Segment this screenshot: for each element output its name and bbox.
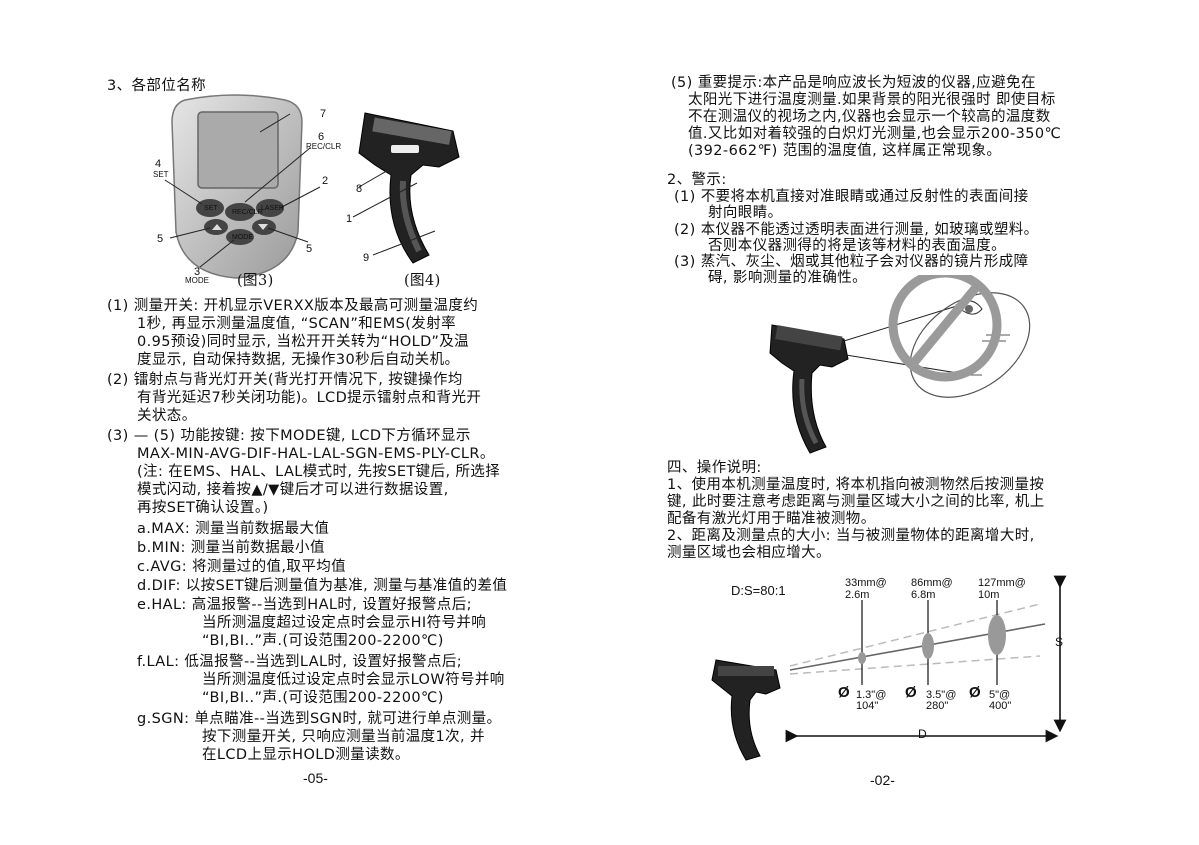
- right-line-w2b: 否则本仪器测得的将是该等材料的表面温度。: [708, 238, 1006, 254]
- left-line-max: a.MAX: 测量当前数据最大值: [137, 521, 330, 537]
- right-line-op1c: 配备有激光灯用于瞄准被测物。: [667, 511, 876, 527]
- section-title-parts: 3、各部位名称: [107, 78, 207, 94]
- right-line-3: 不在测温仪的视场之内,仪器也会显示一个较高的温度数: [688, 109, 1051, 125]
- figure-4-side-illustration: [352, 112, 460, 264]
- spot-1-top-b: 2.6m: [845, 589, 870, 601]
- left-line-2: 1秒, 再显示测量温度值, “SCAN”和EMS(发射率: [137, 316, 457, 332]
- figure-3-caption: (图3): [237, 273, 274, 289]
- callout-2: 2: [322, 175, 329, 187]
- callout-3: 3: [194, 266, 201, 278]
- spot-2-top-b: 6.8m: [911, 589, 936, 601]
- left-line-sgn-3: 在LCD上显示HOLD测量读数。: [202, 747, 410, 763]
- left-line-4: 度显示, 自动保持数据, 无操作30秒后自动关机。: [137, 352, 460, 368]
- left-line-11: 模式闪动, 接着按▲/▼键后才可以进行数据设置,: [137, 482, 449, 498]
- left-line-sgn-2: 按下测量开关, 只响应测量当前温度1次, 并: [202, 729, 485, 745]
- left-line-min: b.MIN: 测量当前数据最小值: [137, 540, 325, 556]
- spot-1-bottom-a: 1.3"@: [856, 689, 887, 701]
- mode-button-label: MODE: [232, 234, 253, 241]
- distance-spot-diagram: [711, 575, 1067, 761]
- left-line-lal-3: “BI,BI..”声.(可设范围200-2200℃): [202, 690, 444, 706]
- right-line-w3b: 碍, 影响测量的准确性。: [708, 270, 868, 286]
- left-line-lal: f.LAL: 低温报警--当选到LAL时, 设置好报警点后;: [137, 654, 463, 670]
- right-line-w1: (1) 不要将本机直接对准眼睛或通过反射性的表面间接: [674, 189, 1029, 205]
- diameter-icon: Ø: [905, 684, 917, 701]
- right-line-op2: 2、距离及测量点的大小: 当与被测量物体的距离增大时,: [667, 528, 1035, 544]
- spot-2-top-a: 86mm@: [911, 577, 953, 589]
- spot-1-top-a: 33mm@: [845, 577, 887, 589]
- left-line-1: (1) 测量开关: 开机显示VERXX版本及最高可测量温度约: [107, 298, 479, 314]
- spot-3-top-a: 127mm@: [978, 577, 1026, 589]
- callout-rec-clr: REC/CLR: [306, 142, 342, 151]
- left-line-avg: c.AVG: 将测量过的值,取平均值: [137, 559, 347, 575]
- right-line-w2: (2) 本仪器不能透过透明表面进行测量, 如玻璃或塑料。: [674, 222, 1039, 238]
- callout-set: SET: [153, 170, 169, 179]
- diameter-icon: Ø: [969, 684, 981, 701]
- spot-2-bottom-a: 3.5"@: [926, 689, 957, 701]
- left-line-5: (2) 镭射点与背光灯开关(背光打开情况下, 按键操作均: [107, 372, 463, 388]
- left-line-sgn: g.SGN: 单点瞄准--当选到SGN时, 就可进行单点测量。: [137, 711, 502, 727]
- left-line-12: 再按SET确认设置。): [137, 500, 269, 516]
- set-button-label: SET: [204, 205, 218, 212]
- left-page-number: -05-: [303, 770, 328, 786]
- callout-mode: MODE: [185, 276, 209, 285]
- right-line-op1: 1、使用本机测量温度时, 将本机指向被测物然后按测量按: [667, 477, 1045, 493]
- figure-4-caption: (图4): [404, 273, 441, 289]
- left-line-7: 关状态。: [137, 408, 197, 424]
- callout-5-left: 5: [157, 233, 164, 245]
- operation-heading: 四、操作说明:: [667, 460, 762, 476]
- spot-2-bottom-b: 280": [926, 700, 949, 712]
- diameter-icon: Ø: [838, 684, 850, 701]
- left-line-hal-3: “BI,BI..”声.(可设范围200-2200℃): [202, 633, 444, 649]
- callout-8: 8: [356, 183, 363, 195]
- spot-3-bottom-b: 400": [989, 700, 1012, 712]
- right-line-1: (5) 重要提示:本产品是响应波长为短波的仪器,应避免在: [671, 75, 1036, 91]
- right-line-w1b: 射向眼睛。: [708, 205, 783, 221]
- left-line-hal: e.HAL: 高温报警--当选到HAL时, 设置好报警点后;: [137, 597, 472, 613]
- right-line-5: (392-662℉) 范围的温度值, 这样属正常现象。: [688, 143, 1002, 159]
- spot-size-axis-label: S: [1055, 635, 1064, 649]
- right-line-2: 太阳光下进行温度测量.如果背景的阳光很强时 即使目标: [688, 92, 1056, 108]
- warning-heading: 2、警示:: [667, 172, 727, 188]
- right-line-op1b: 键, 此时要注意考虑距离与测量区域大小之间的比率, 机上: [667, 494, 1045, 510]
- distance-axis-label: D: [918, 727, 927, 741]
- eye-warning-illustration: [769, 275, 1031, 454]
- left-line-9: MAX-MIN-AVG-DIF-HAL-LAL-SGN-EMS-PLY-CLR。: [137, 446, 495, 462]
- laser-button-label: LASER: [261, 205, 284, 212]
- left-line-6: 有背光延迟7秒关闭功能)。LCD提示镭射点和背光开: [137, 390, 482, 406]
- callout-6: 6: [318, 131, 325, 143]
- spot-1-bottom-b: 104": [856, 700, 879, 712]
- left-line-10: (注: 在EMS、HAL、LAL模式时, 先按SET键后, 所选择: [137, 464, 501, 480]
- left-line-hal-2: 当所测温度超过设定点时会显示HI符号并响: [202, 615, 487, 631]
- callout-1: 1: [346, 213, 353, 225]
- left-line-lal-2: 当所测温度低过设定点时会显示LOW符号并响: [202, 672, 505, 688]
- spot-3-bottom-a: 5"@: [989, 689, 1011, 701]
- ds-ratio-label: D:S=80:1: [731, 583, 786, 598]
- callout-7: 7: [320, 108, 327, 120]
- rec-clr-button-label: REC/CLR: [232, 209, 263, 216]
- left-line-8: (3) — (5) 功能按键: 按下MODE键, LCD下方循环显示: [107, 428, 471, 444]
- callout-9: 9: [363, 252, 370, 264]
- callout-5-right: 5: [306, 243, 313, 255]
- callout-4: 4: [155, 158, 162, 170]
- spot-3-top-b: 10m: [978, 589, 1000, 601]
- right-line-w3: (3) 蒸汽、灰尘、烟或其他粒子会对仪器的镜片形成障: [674, 254, 1029, 270]
- right-line-4: 值.又比如对着较强的白炽灯光测量,也会显示200-350℃: [688, 126, 1062, 142]
- left-line-dif: d.DIF: 以按SET键后测量值为基准, 测量与基准值的差值: [137, 578, 508, 594]
- right-line-op2b: 测量区域也会相应增大。: [667, 545, 831, 561]
- figure-3-keypad-illustration: [164, 94, 321, 279]
- left-line-3: 0.95预设)同时显示, 当松开开关转为“HOLD”及温: [137, 334, 470, 350]
- right-page-number: -02-: [870, 772, 895, 788]
